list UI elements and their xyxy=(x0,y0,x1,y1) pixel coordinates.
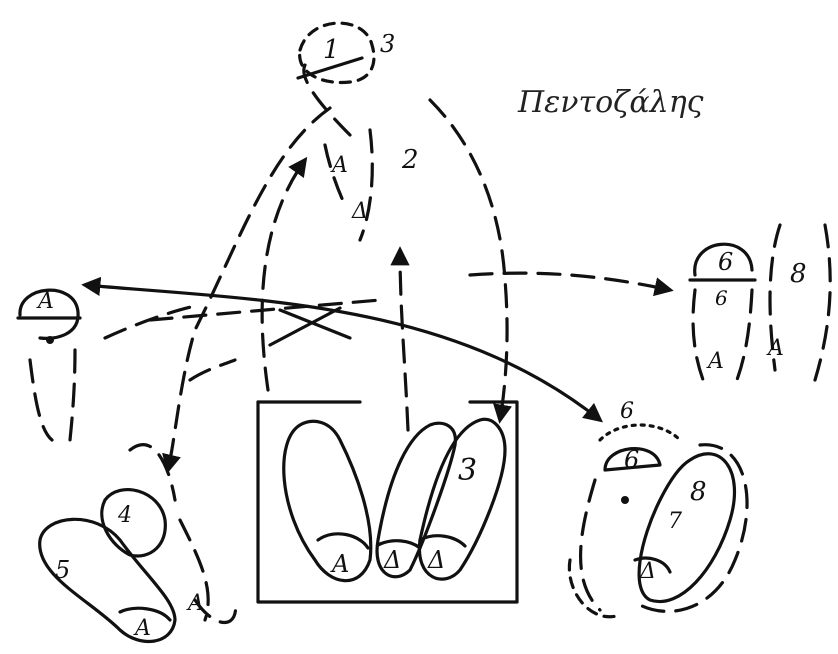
dash-left-2 xyxy=(190,360,235,380)
arrow-left-to-bottom-right xyxy=(85,285,600,420)
path-box-to-D xyxy=(400,250,408,430)
label-D-box-middle: Δ xyxy=(383,546,401,574)
label-2: 2 xyxy=(401,145,419,175)
dash-left xyxy=(105,305,200,338)
dash-cross-2 xyxy=(270,308,340,345)
label-A-right-2: A xyxy=(766,336,784,361)
diagram-title: Πεντοζάλης xyxy=(517,85,704,120)
label-3-top: 3 xyxy=(380,30,395,58)
label-D-top: Δ xyxy=(351,199,368,224)
footprint-bottom-left: 5 4 A A xyxy=(40,445,236,642)
label-6b-right: 6 xyxy=(715,286,728,310)
path-top-to-box xyxy=(430,100,507,420)
label-A-right-1: A xyxy=(706,349,724,374)
label-8-bottom: 8 xyxy=(690,477,707,507)
label-A-top: A xyxy=(330,153,348,178)
label-A-box-left: A xyxy=(330,550,349,578)
footprint-top-2: A 2 Δ xyxy=(325,130,419,240)
label-6-bottom-top: 6 xyxy=(620,399,634,424)
arrow-to-right-footprint xyxy=(470,273,670,290)
label-A-bottom-left: A xyxy=(133,616,151,641)
label-6-bottom: 6 xyxy=(624,446,639,474)
label-7: 7 xyxy=(668,509,682,534)
footprint-left-A: A xyxy=(284,421,371,580)
label-3-box: 3 xyxy=(458,453,477,488)
label-A-bottom-left-2: A xyxy=(186,591,204,616)
footprint-left-side: A xyxy=(18,289,80,440)
label-5: 5 xyxy=(55,556,70,584)
path-box-to-top xyxy=(262,160,305,390)
footprint-top-1: 1 3 xyxy=(298,23,395,82)
label-D-box-right: Δ xyxy=(427,546,445,574)
footprint-bottom-right: 6 6 8 7 Δ xyxy=(569,399,747,617)
label-A-left: A xyxy=(36,289,54,314)
footprint-right-side: 6 6 8 A A xyxy=(690,225,830,385)
label-6-right: 6 xyxy=(718,248,733,276)
label-4: 4 xyxy=(117,503,132,528)
footprint-right-3D: 3 Δ xyxy=(419,419,505,579)
label-D-bottom-right: Δ xyxy=(639,559,656,584)
label-8-right: 8 xyxy=(790,259,807,289)
path-top-to-bottom-left xyxy=(168,108,330,470)
label-1: 1 xyxy=(323,35,340,65)
